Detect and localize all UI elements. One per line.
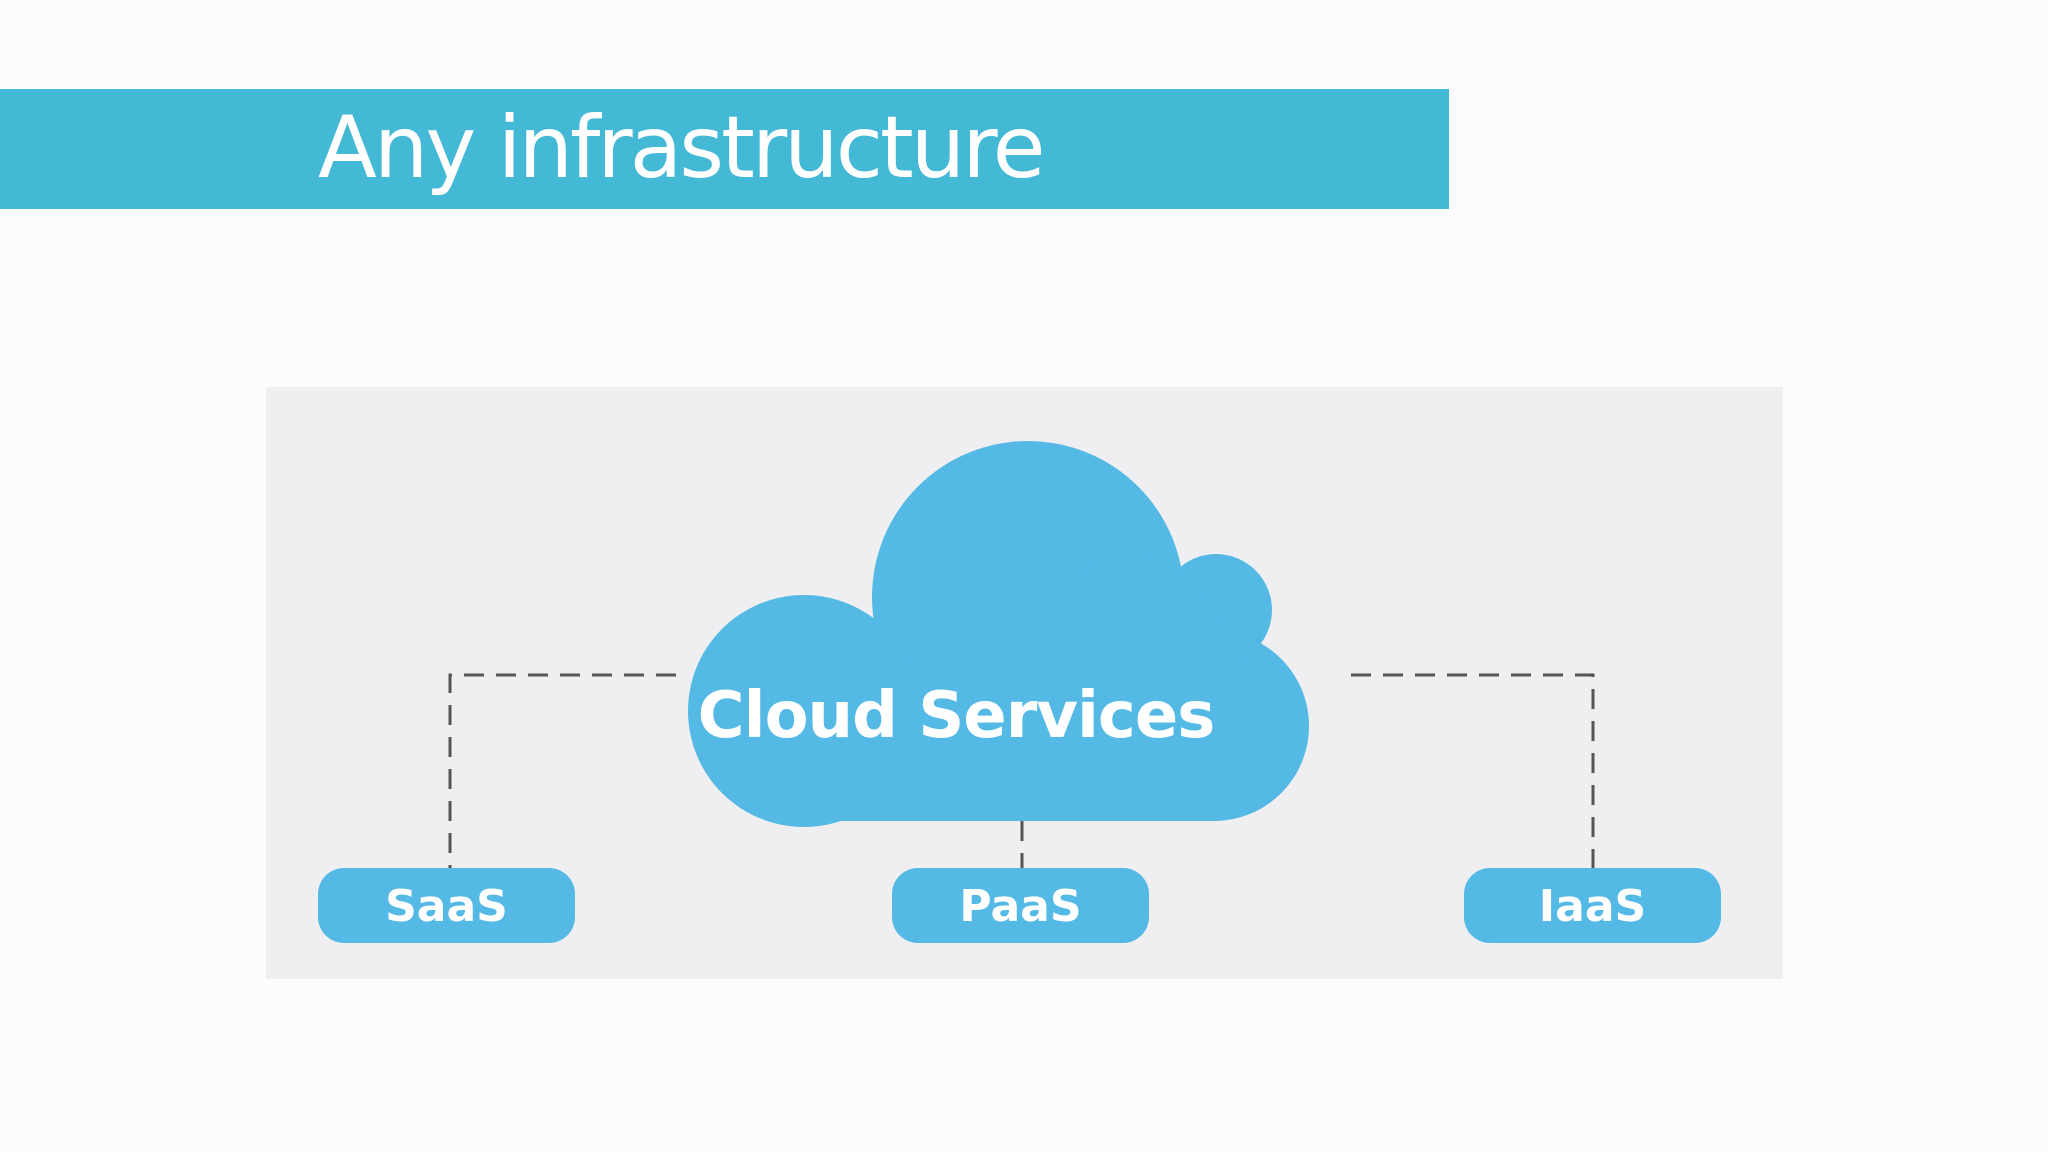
- cloud-shape: [688, 441, 1309, 827]
- title-banner: Any infrastructure: [0, 89, 1449, 209]
- saas-node: SaaS: [318, 868, 575, 943]
- iaas-node: IaaS: [1464, 868, 1721, 943]
- paas-node: PaaS: [892, 868, 1149, 943]
- slide-title: Any infrastructure: [318, 98, 1046, 198]
- connector-saas: [448, 673, 676, 868]
- connector-iaas: [1351, 673, 1595, 868]
- cloud-label: Cloud Services: [697, 679, 1216, 753]
- diagram-graphics: [448, 441, 1595, 868]
- cloud-diagram: Cloud Services SaaS PaaS IaaS: [266, 387, 1783, 979]
